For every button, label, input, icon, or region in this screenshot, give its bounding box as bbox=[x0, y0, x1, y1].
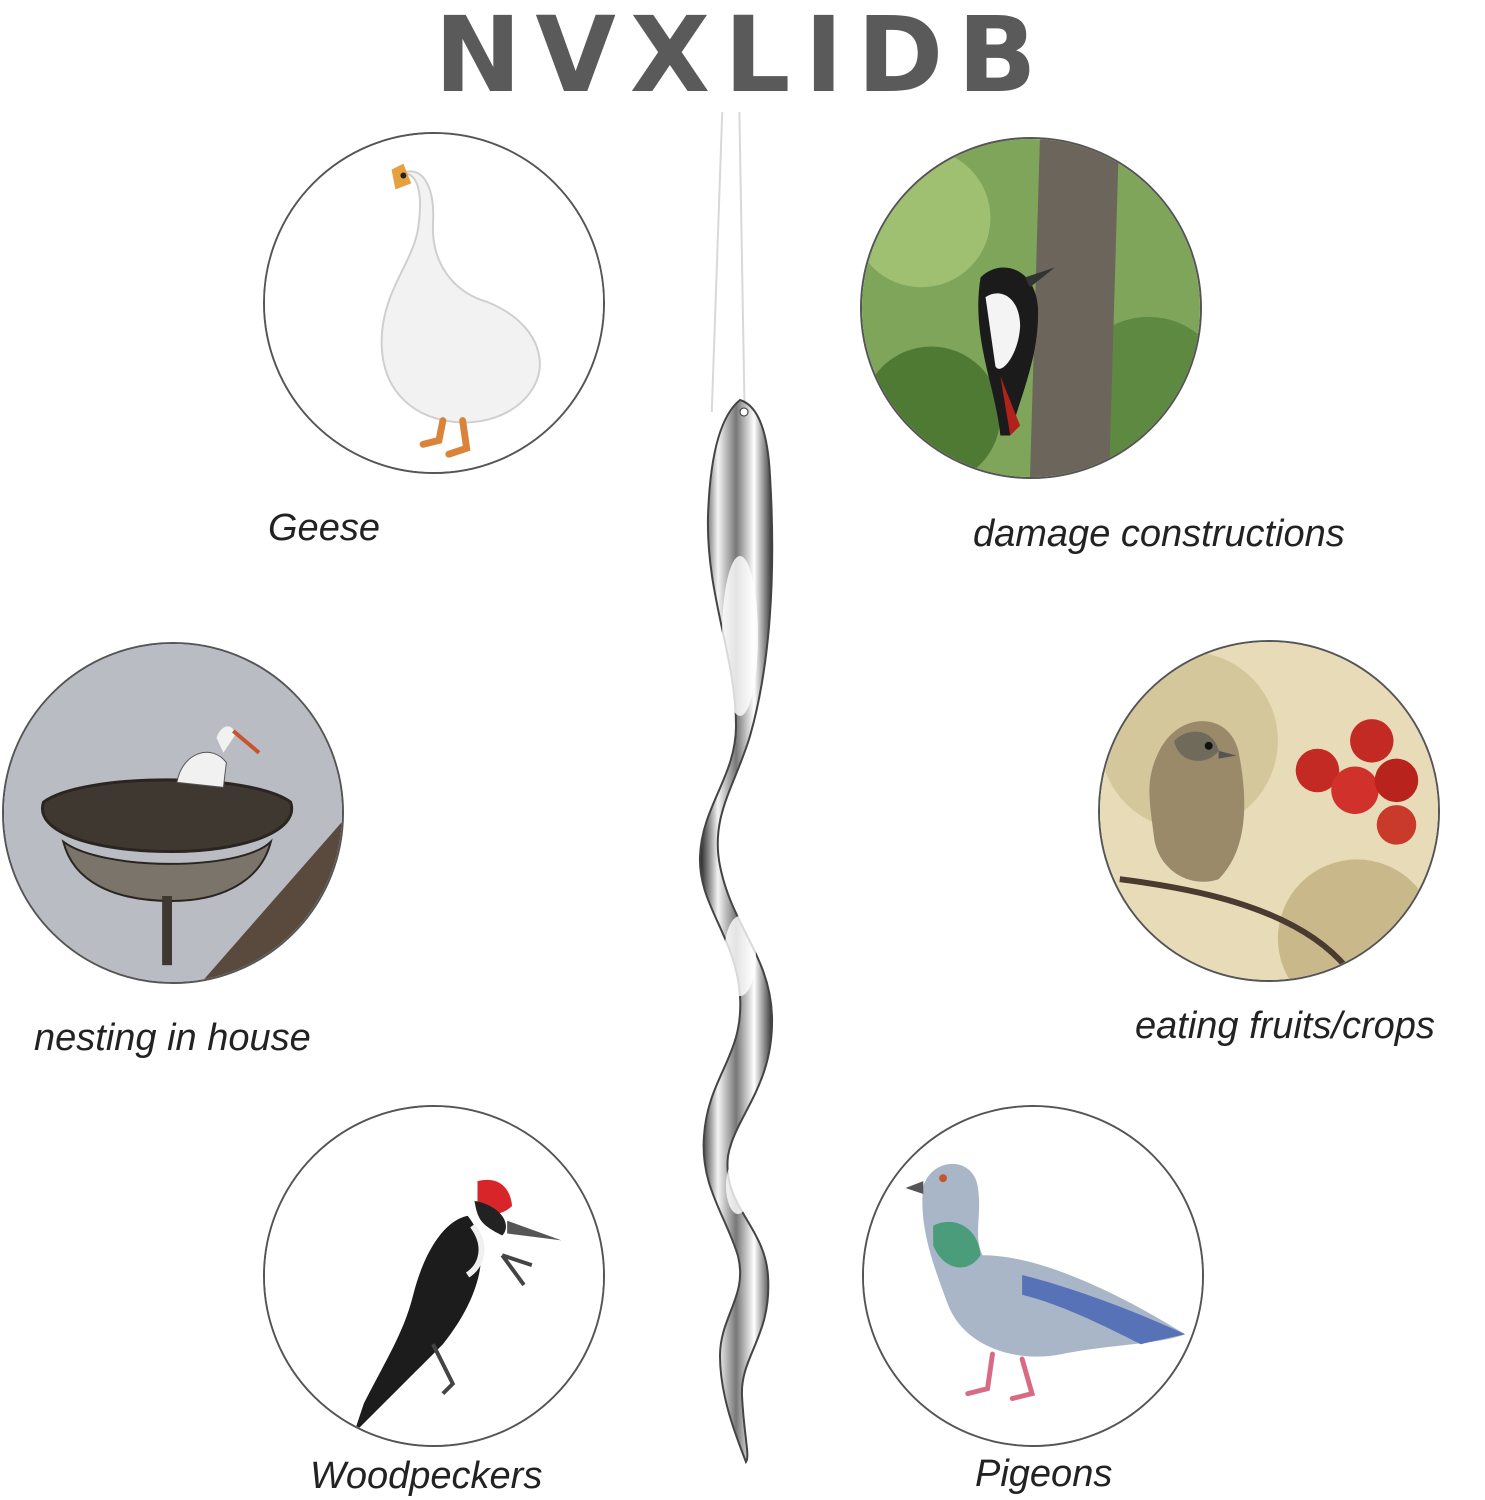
hanging-string-left bbox=[710, 112, 724, 412]
fruits-photo-circle bbox=[1098, 640, 1440, 982]
woodpecker-on-tree-illustration-icon bbox=[862, 139, 1200, 477]
pigeon-illustration-icon bbox=[864, 1107, 1202, 1445]
stork-nest-illustration-icon bbox=[4, 644, 342, 982]
nesting-photo-circle bbox=[2, 642, 344, 984]
geese-photo-circle bbox=[263, 132, 605, 474]
woodpeckers-photo-circle bbox=[263, 1105, 605, 1447]
caption-woodpeckers: Woodpeckers bbox=[310, 1455, 543, 1497]
pigeons-photo-circle bbox=[862, 1105, 1204, 1447]
caption-eating-fruits-crops: eating fruits/crops bbox=[1135, 1005, 1435, 1047]
damage-photo-circle bbox=[860, 137, 1202, 479]
caption-nesting-in-house: nesting in house bbox=[34, 1017, 311, 1059]
caption-pigeons: Pigeons bbox=[975, 1453, 1113, 1495]
pileated-woodpecker-illustration-icon bbox=[265, 1107, 603, 1445]
caption-geese: Geese bbox=[268, 507, 380, 549]
caption-damage-constructions: damage constructions bbox=[973, 513, 1345, 555]
finch-with-berries-illustration-icon bbox=[1100, 642, 1438, 980]
brand-title: NVXLIDB bbox=[434, 0, 1051, 116]
goose-illustration-icon bbox=[265, 134, 603, 472]
reflective-spiral-spinner-icon bbox=[680, 396, 790, 1466]
hanging-string-right bbox=[738, 112, 746, 412]
